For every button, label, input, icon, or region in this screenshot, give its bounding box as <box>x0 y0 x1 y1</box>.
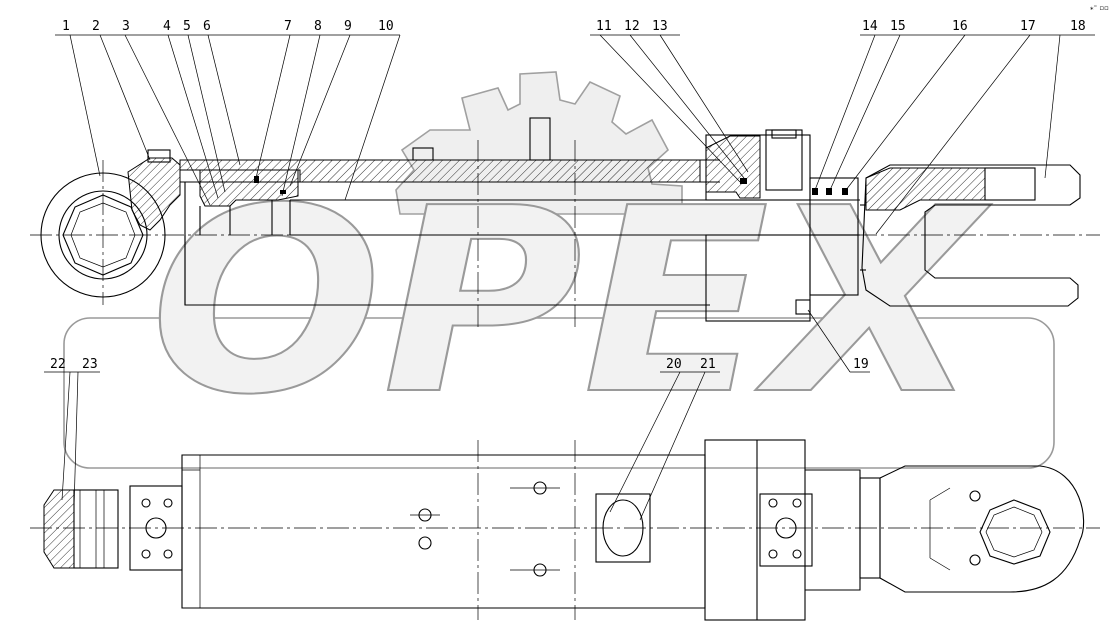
rod-eye-bottom-view <box>879 465 1085 593</box>
piston-seal-a <box>254 176 259 183</box>
rod-eye-bore <box>979 499 1051 565</box>
callout-4: 4 <box>163 19 171 34</box>
rod-clevis <box>865 167 986 211</box>
rod-bottom-view <box>805 469 861 591</box>
callout-2: 2 <box>92 19 100 34</box>
callout-9: 9 <box>344 19 352 34</box>
callout-22: 22 <box>50 357 66 372</box>
callout-6: 6 <box>203 19 211 34</box>
callout-16: 16 <box>952 19 968 34</box>
callout-15: 15 <box>890 19 906 34</box>
corner-mark: ⁎⁼ ▫▫ <box>1090 4 1109 12</box>
cylinder-tube <box>180 159 720 306</box>
callout-1: 1 <box>62 19 70 34</box>
base-eye <box>40 160 166 305</box>
piston <box>199 169 299 207</box>
barrel-port-2 <box>418 536 432 550</box>
rod-clevis-outline <box>861 164 1081 307</box>
gland-seal-13 <box>740 178 747 184</box>
callout-12: 12 <box>624 19 640 34</box>
tube-port-boss-left <box>412 147 434 161</box>
head-seal-15 <box>826 188 832 195</box>
tube-port-boss-right <box>529 117 551 161</box>
callout-8: 8 <box>314 19 322 34</box>
base-end-cap <box>127 157 181 231</box>
head-lower <box>809 234 859 296</box>
callouts: 1 2 3 4 5 6 7 8 9 10 11 12 13 14 15 16 1… <box>50 19 1086 372</box>
callout-5: 5 <box>183 19 191 34</box>
base-fitting-hatched <box>43 489 75 569</box>
base-port <box>147 149 171 163</box>
callout-14: 14 <box>862 19 878 34</box>
callout-18: 18 <box>1070 19 1086 34</box>
leader-lines <box>44 34 1095 521</box>
callout-19: 19 <box>853 357 869 372</box>
callout-20: 20 <box>666 357 682 372</box>
gland-port-cap <box>771 129 797 139</box>
callout-17: 17 <box>1020 19 1036 34</box>
callout-23: 23 <box>82 357 98 372</box>
callout-11: 11 <box>596 19 612 34</box>
head-seal-14 <box>812 188 818 195</box>
callout-21: 21 <box>700 357 716 372</box>
callout-10: 10 <box>378 19 394 34</box>
watermark: OPEX <box>63 71 1055 469</box>
gland-head <box>705 135 761 199</box>
gland-port-flange <box>759 493 813 567</box>
clevis-pin-hole <box>984 167 1036 201</box>
watermark-band <box>63 317 1055 469</box>
callout-3: 3 <box>122 19 130 34</box>
gland-block <box>705 134 811 201</box>
callout-7: 7 <box>284 19 292 34</box>
callout-13: 13 <box>652 19 668 34</box>
sensor-flange <box>595 493 651 563</box>
gland-bottom-view <box>704 439 806 621</box>
plug-19 <box>795 299 811 315</box>
head-seal-16 <box>842 188 848 195</box>
barrel-bottom-view <box>181 454 706 609</box>
